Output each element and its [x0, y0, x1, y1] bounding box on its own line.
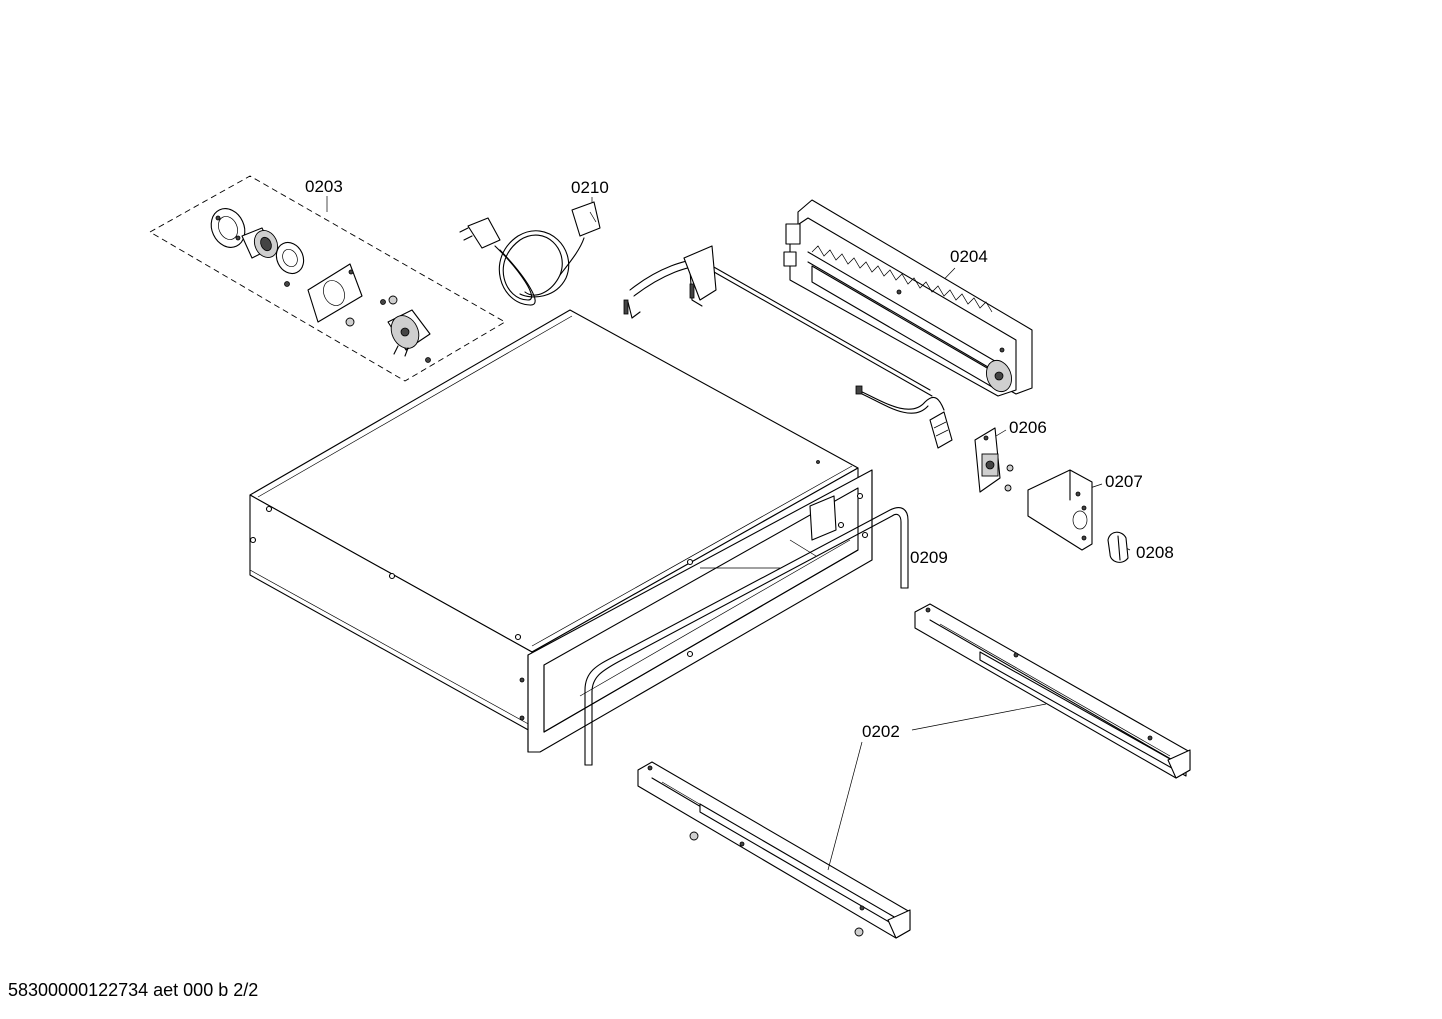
callout-0206[interactable]: 0206 [1009, 418, 1047, 437]
document-code: 58300000122734 aet 000 b 2/2 [8, 980, 259, 1000]
wiring-harness [623, 245, 953, 449]
part-0202-runner-left[interactable] [637, 761, 911, 939]
part-0210-mains-cable[interactable] [459, 197, 601, 306]
knob-body [241, 227, 279, 259]
part-0202-runner-right[interactable] [914, 603, 1191, 779]
rotary-switch [387, 309, 431, 357]
mounting-plate [284, 263, 363, 323]
callout-0202[interactable]: 0202 [862, 722, 900, 741]
part-0204-fan-heater[interactable] [783, 199, 1033, 397]
part-0207-bracket[interactable] [1027, 469, 1103, 551]
leader-0202-right [911, 703, 1047, 731]
leader-0202-left [827, 741, 863, 871]
callout-0210[interactable]: 0210 [571, 178, 609, 197]
washer [275, 241, 305, 275]
callout-0209[interactable]: 0209 [910, 548, 948, 567]
callout-0203[interactable]: 0203 [305, 177, 343, 196]
callout-0208[interactable]: 0208 [1136, 543, 1174, 562]
callout-0207[interactable]: 0207 [1105, 472, 1143, 491]
part-0209-rail[interactable] [584, 507, 909, 766]
appliance-housing [249, 309, 873, 753]
callout-0204[interactable]: 0204 [950, 247, 988, 266]
part-0208-knob[interactable] [1107, 531, 1131, 563]
part-0203-control-assembly[interactable] [149, 175, 506, 382]
part-0206-thermostat[interactable] [974, 427, 1014, 493]
knob-bezel-ring [210, 208, 246, 248]
